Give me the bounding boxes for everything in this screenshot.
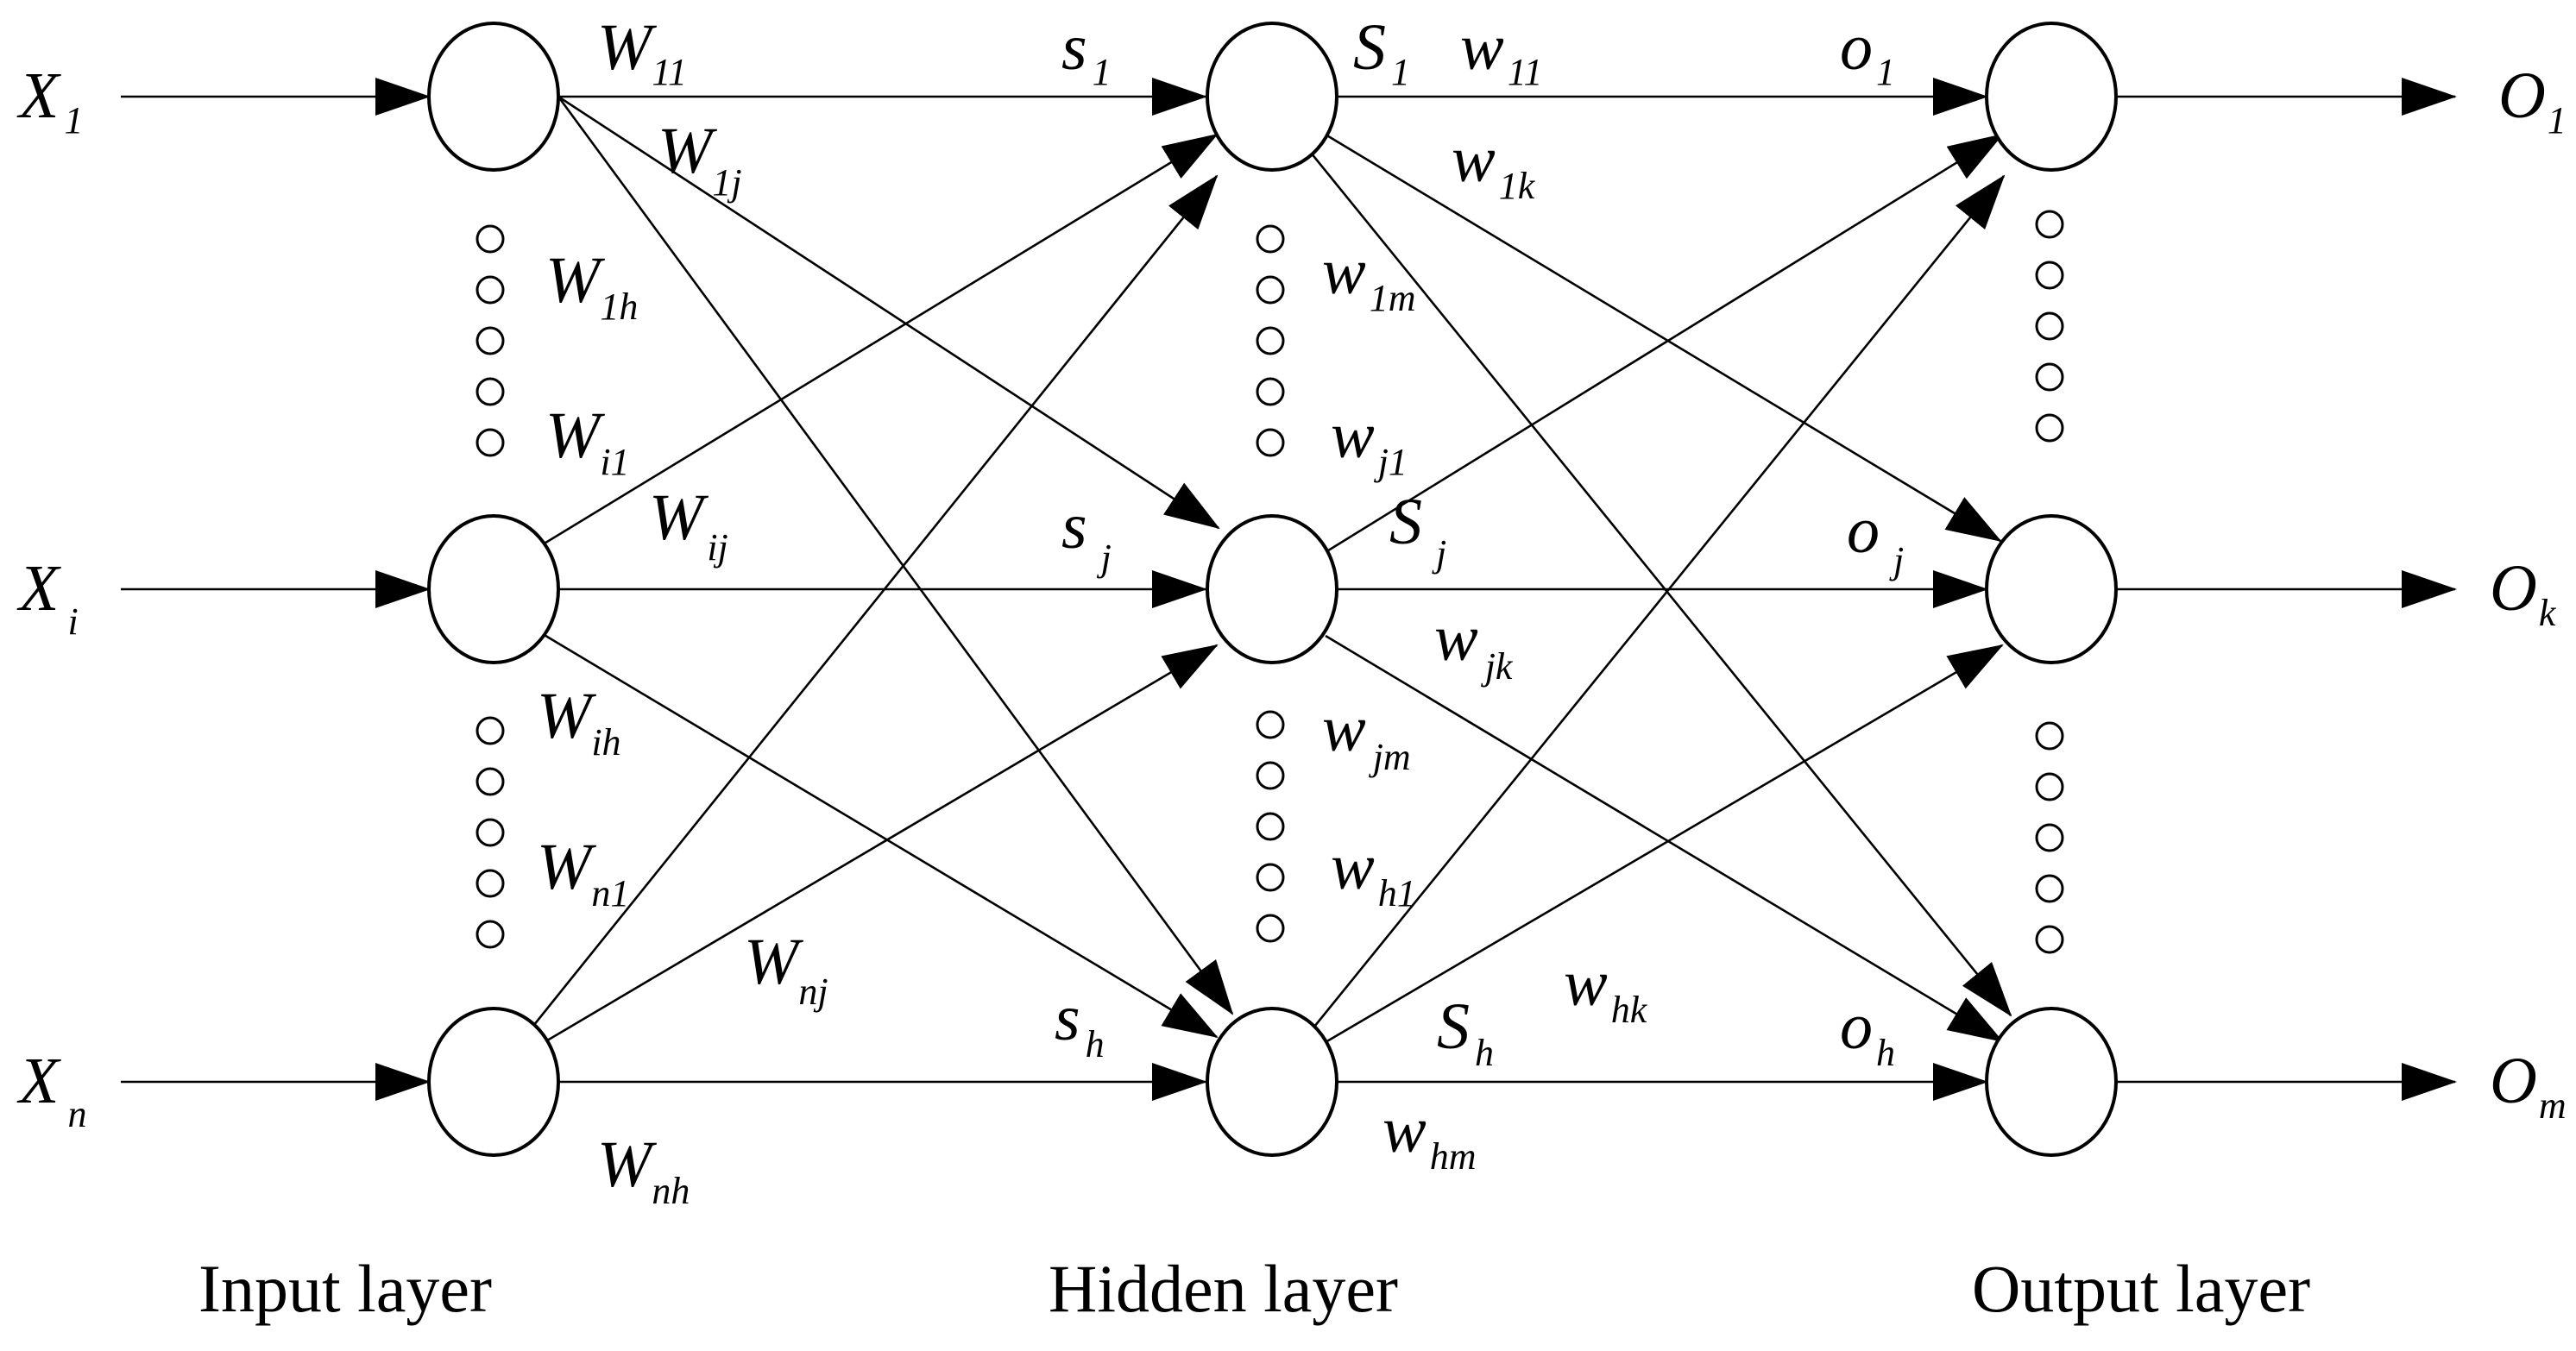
weight-wh1: wh1 [1331,831,1416,914]
ellipsis-dot [1256,377,1285,406]
edge-s1-oj [1325,133,2002,543]
ellipsis-dot [2035,925,2064,954]
ellipsis-dot [476,920,505,949]
weight-w11: W11 [597,11,687,93]
weight-wnh: Wnh [597,1128,690,1212]
ellipsis-dot [476,326,505,355]
ellipsis-dot [1256,914,1285,943]
edge-sj-o1 [1325,133,2004,554]
ellipsis-dot [476,428,505,457]
weight-whm: whm [1382,1094,1476,1178]
hidden-layer-label: Hidden layer [1049,1251,1398,1326]
ellipsis-dot [476,716,505,745]
label-ok: Ok [2490,552,2557,634]
ellipsis-dot [1256,224,1285,254]
label-om: Om [2490,1045,2567,1127]
ellipsis-dot [2035,874,2064,903]
ellipsis-dot [476,275,505,305]
ellipsis-dot [1256,863,1285,892]
edge-sj-oh [1325,634,2004,1043]
ellipsis-dot [2035,413,2064,443]
ellipsis-dot [1256,275,1285,305]
ellipsis-dot [2035,721,2064,751]
edge-x1-sh [557,96,1234,1015]
weight-wij: Wij [649,481,728,569]
edge-xi-sh [542,632,1219,1039]
weight-wi1: Wi1 [545,399,630,483]
output-node-ok [1985,514,2118,664]
weight-wih: Wih [537,680,621,763]
ellipsis-dot [476,224,505,254]
ellipsis-dots [476,210,2064,954]
edge-s1-oh [1309,152,2012,1017]
ellipsis-dot [1256,710,1285,739]
edge-sh-oj [1325,644,2004,1044]
output-node-o1 [1985,22,2118,172]
weight-wnj: Wnj [744,926,828,1013]
weight-wn1: Wn1 [537,831,629,914]
ellipsis-dot [1256,761,1285,790]
weight-whk: whk [1564,947,1648,1031]
edge-xi-s1 [542,133,1219,546]
ellipsis-dot [1256,326,1285,355]
hidden-node-sh [1206,1007,1338,1157]
weight-w1h: W1h [545,244,638,328]
weight-w1j: W1j [658,115,742,204]
ellipsis-dot [2035,261,2064,290]
output-o1: o1 [1840,11,1895,93]
ellipsis-dot [1256,428,1285,457]
ellipsis-dot [476,767,505,796]
weight-w11-hidden: w11 [1460,11,1542,93]
output-oh: oh [1840,990,1895,1074]
edge-sh-o1 [1309,174,2006,1032]
weight-w1m: w1m [1322,236,1415,319]
ellipsis-dot [2035,823,2064,852]
ellipsis-dot [476,818,505,847]
weight-w1k: w1k [1452,123,1536,207]
ellipsis-dot [2035,210,2064,239]
ellipsis-dot [1256,812,1285,841]
hidden-node-sj [1206,514,1338,664]
edge-xn-s1 [528,174,1219,1031]
ellipsis-dot [2035,362,2064,392]
input-node-xi [427,514,560,664]
edge-x1-sj [557,95,1220,530]
input-layer-label: Input layer [198,1251,492,1326]
input-node-x1 [427,22,560,172]
weight-wj1: wj1 [1331,399,1408,483]
ellipsis-dot [2035,311,2064,341]
edge-xn-sj [542,644,1219,1045]
hidden-node-s1 [1206,22,1338,172]
output-layer-label: Output layer [1972,1251,2310,1326]
output-node-om [1985,1007,2118,1157]
ellipsis-dot [476,377,505,406]
ellipsis-dot [476,869,505,898]
ellipsis-dot [2035,772,2064,801]
input-node-xn [427,1007,560,1157]
label-o1: O1 [2498,60,2567,141]
